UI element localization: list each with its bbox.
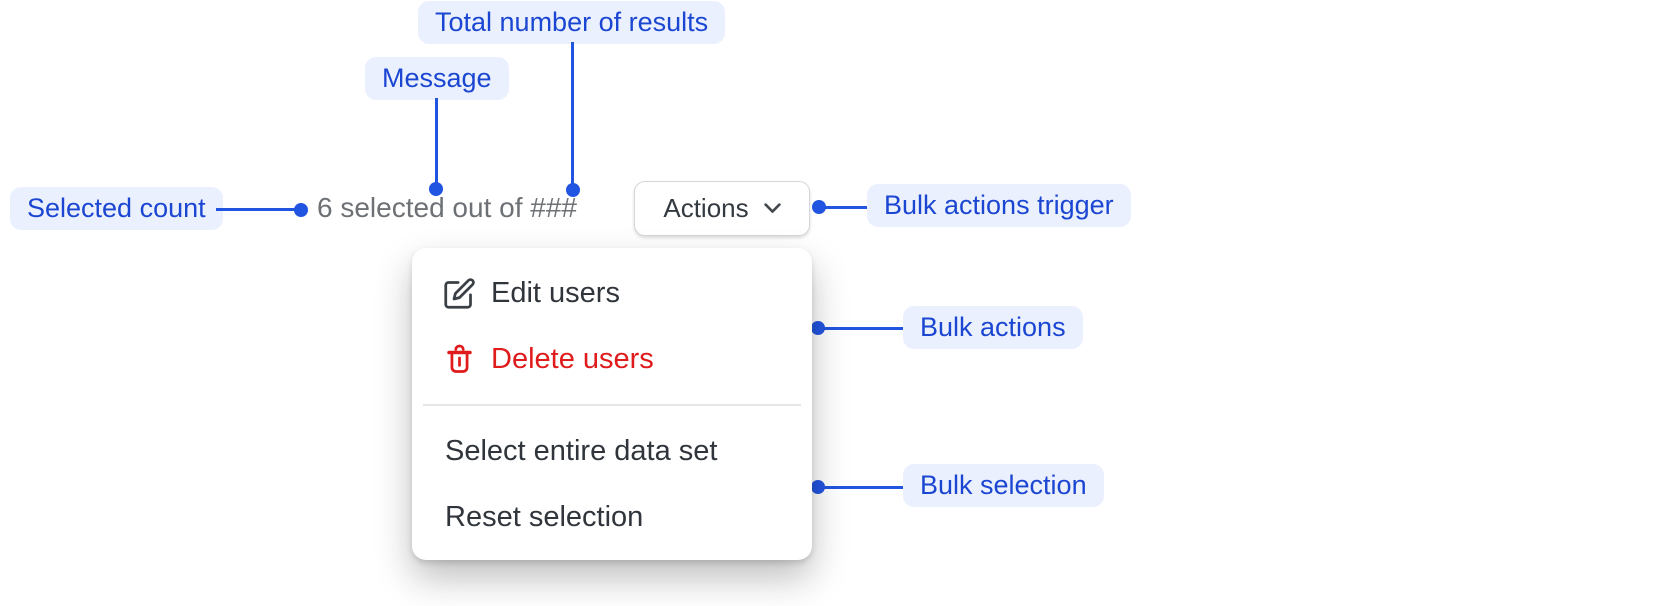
connector-dot-bulk-actions-trigger (812, 200, 826, 214)
connector-dot-selected-count (294, 203, 308, 217)
menu-item-label: Edit users (491, 276, 620, 309)
annotation-total-number-of-results: Total number of results (418, 1, 726, 45)
menu-item-reset-selection[interactable]: Reset selection (412, 484, 812, 550)
chevron-down-icon (763, 203, 781, 214)
connector-dot-bulk-actions (811, 321, 825, 335)
menu-item-label: Select entire data set (445, 434, 718, 467)
menu-item-label: Delete users (491, 342, 654, 375)
menu-item-label: Reset selection (445, 500, 644, 533)
trash-icon (443, 343, 476, 376)
annotation-bulk-actions-trigger: Bulk actions trigger (867, 184, 1131, 228)
connector-dot-total-results (566, 183, 580, 197)
menu-item-edit-users[interactable]: Edit users (412, 260, 812, 326)
connector-line-bulk-selection (819, 486, 903, 489)
connector-line-selected-count (216, 208, 298, 211)
edit-pencil-icon (443, 277, 476, 310)
menu-divider (423, 404, 801, 406)
connector-line-message (435, 98, 438, 186)
selected-count-message: 6 selected out of ### (317, 192, 577, 223)
bulk-actions-popover-menu: Edit users Delete users Select entire da… (412, 248, 812, 560)
annotation-selected-count: Selected count (10, 187, 223, 231)
menu-item-delete-users[interactable]: Delete users (412, 326, 812, 392)
annotation-bulk-selection: Bulk selection (903, 464, 1104, 508)
bulk-actions-trigger-button[interactable]: Actions (634, 181, 810, 236)
menu-item-select-entire-data-set[interactable]: Select entire data set (412, 418, 812, 484)
actions-button-label: Actions (663, 193, 749, 223)
connector-dot-message (429, 182, 443, 196)
connector-line-bulk-actions-trigger (820, 206, 867, 209)
connector-line-total-results (571, 42, 574, 187)
annotation-message: Message (365, 57, 509, 101)
connector-line-bulk-actions (819, 327, 903, 330)
annotation-bulk-actions: Bulk actions (903, 306, 1083, 350)
connector-dot-bulk-selection (811, 480, 825, 494)
